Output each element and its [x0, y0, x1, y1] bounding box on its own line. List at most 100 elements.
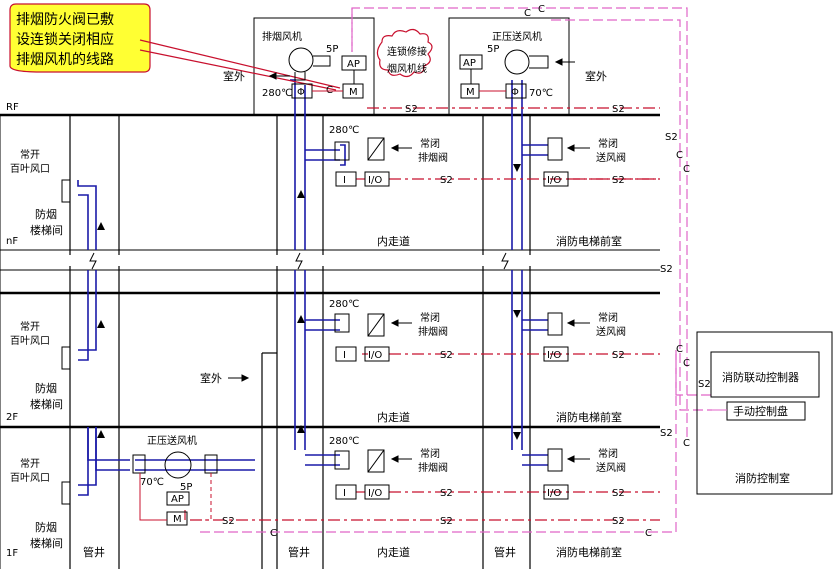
fire-valve-2f-icon — [334, 313, 350, 333]
exhaust-m-label: M — [349, 87, 358, 98]
louver-label-2-2: 百叶风口 — [10, 335, 50, 347]
sig-c-vert-4: C — [683, 358, 690, 369]
sig-s2-1f: S2 — [440, 488, 453, 499]
sig-s2-ctrl: S2 — [698, 379, 711, 390]
callout-line-3: 排烟风机的线路 — [16, 52, 114, 68]
stair-label-1-2: 楼梯间 — [30, 536, 63, 550]
air-valve-nf-label-2: 送风阀 — [596, 151, 626, 164]
air-valve-2f-label-2: 送风阀 — [596, 325, 626, 338]
io-box-1f — [364, 484, 390, 500]
io-label-nf-lobby: I/O — [547, 175, 561, 186]
floor-label-nf: nF — [6, 236, 18, 247]
sig-c-top-2: C — [538, 4, 545, 15]
sig-s2-1f-right: S2 — [612, 488, 625, 499]
i-label-2f: I — [343, 350, 346, 361]
air-valve-1f-icon — [547, 448, 563, 472]
red-wiring — [190, 107, 660, 521]
linkage-controller-label: 消防联动控制器 — [722, 370, 799, 384]
stair-label-2-1: 防烟 — [35, 381, 57, 395]
signal-labels: S2 S2 S2 S2 S2 S2 S2 S2 S2 S2 S2 C C C C… — [222, 4, 711, 539]
io-label-2f-lobby: I/O — [547, 350, 561, 361]
callout-bubble: 排烟防火阀已敷 设连锁关闭相应 排烟风机的线路 — [9, 3, 341, 91]
sig-c-vert-2: C — [683, 164, 690, 175]
valve-280-2f: 280℃ — [329, 299, 359, 310]
ground-70-label: 70℃ — [140, 477, 164, 488]
pink-wiring — [200, 7, 712, 533]
manual-panel-label: 手动控制盘 — [733, 404, 788, 418]
corridor-label-nf: 内走道 — [377, 234, 410, 248]
louver-label-n-1: 常开 — [20, 148, 40, 161]
i-box-2f — [335, 346, 357, 362]
io-box-2f-lobby — [543, 346, 569, 362]
corridor-label-1f: 内走道 — [377, 545, 410, 559]
roof-outdoor-right: 室外 — [585, 69, 607, 83]
exhaust-phi-label: Φ — [297, 87, 305, 98]
air-valve-1f-label-2: 送风阀 — [596, 461, 626, 474]
ground-pressure-fan-group: 正压送风机 70℃ 5P AP M — [132, 434, 218, 526]
i-label-1f: I — [343, 488, 346, 499]
louver-label-1-2: 百叶风口 — [10, 472, 50, 484]
callout-line-2: 设连锁关闭相应 — [16, 31, 114, 48]
air-valve-nf-label-1: 常闭 — [598, 137, 618, 150]
smoke-valve-2f-label-2: 排烟阀 — [418, 325, 448, 338]
smoke-valve-2f-icon — [367, 313, 385, 337]
sig-s2-ground-right: S2 — [612, 516, 625, 527]
ground-outdoor-label: 室外 — [200, 371, 222, 385]
sig-s2-rf: S2 — [405, 104, 418, 115]
exhaust-280-label: 280℃ — [262, 88, 292, 99]
pressure-ap-label: AP — [463, 58, 476, 69]
smoke-valve-1f-label-1: 常闭 — [420, 447, 440, 460]
roof-exhaust-fan-group: 排烟风机 AP 5P C M Φ 280℃ 室外 — [223, 30, 367, 99]
smoke-valve-2f-label-1: 常闭 — [420, 311, 440, 324]
stair-label-n-2: 楼梯间 — [30, 223, 63, 237]
ground-damper-left — [132, 454, 146, 474]
floor-label-2f: 2F — [6, 412, 18, 423]
io-label-1f: I/O — [368, 488, 382, 499]
io-box-nf — [364, 171, 390, 187]
sig-s2-ground-mid: S2 — [440, 516, 453, 527]
sig-s2-2f-right: S2 — [612, 350, 625, 361]
io-box-1f-lobby — [543, 484, 569, 500]
i-label-nf: I — [343, 175, 346, 186]
flow-arrows — [97, 164, 521, 440]
ground-fan-icon — [164, 451, 192, 479]
control-room-label: 消防控制室 — [735, 471, 790, 485]
stair-label-n-1: 防烟 — [35, 207, 57, 221]
floor-label-rf: RF — [6, 102, 19, 113]
pressure-m-label: M — [466, 87, 475, 98]
cloud-line-2: 烟风机线 — [387, 62, 427, 75]
ducts — [77, 79, 548, 496]
stair-labels: 常开 百叶风口 防烟 楼梯间 常开 百叶风口 防烟 楼梯间 常开 百叶风口 防烟… — [10, 148, 222, 559]
sig-c-ground-right: C — [645, 528, 652, 539]
smoke-valve-1f-icon — [367, 449, 385, 473]
exhaust-ap-label: AP — [347, 59, 360, 70]
smoke-valve-nf-icon — [367, 137, 385, 161]
ground-m-label: M — [173, 514, 182, 525]
fire-control-room: 消防联动控制器 手动控制盘 消防控制室 — [696, 331, 833, 495]
sig-c-vert-5: C — [683, 438, 690, 449]
louver-label-2-1: 常开 — [20, 320, 40, 333]
smoke-valve-1f-label-2: 排烟阀 — [418, 461, 448, 474]
sig-c-ground: C — [270, 528, 277, 539]
ground-ap-label: AP — [171, 494, 184, 505]
exhaust-fan-icon — [288, 47, 314, 73]
pressure-phi-label: Φ — [511, 87, 519, 98]
air-valve-2f-icon — [547, 312, 563, 336]
shaft-label-left: 管井 — [83, 545, 105, 559]
pressure-fan-label: 正压送风机 — [492, 30, 542, 43]
pressure-fan-icon — [504, 49, 530, 75]
ground-fan-label: 正压送风机 — [147, 434, 197, 447]
smoke-valve-nf-label-2: 排烟阀 — [418, 151, 448, 164]
lobby-label-nf: 消防电梯前室 — [556, 234, 622, 248]
air-valve-1f-label-1: 常闭 — [598, 447, 618, 460]
sig-s2-vert-3: S2 — [660, 428, 673, 439]
io-box-2f — [364, 346, 390, 362]
air-valve-nf-icon — [547, 137, 563, 161]
shaft-label-mid: 管井 — [288, 545, 310, 559]
louver-label-n-2: 百叶风口 — [10, 163, 50, 175]
sig-s2-vert-1: S2 — [665, 132, 678, 143]
sig-s2-rf-right: S2 — [612, 104, 625, 115]
sig-s2-vert-2: S2 — [660, 264, 673, 275]
sig-c-vert-3: C — [676, 344, 683, 355]
